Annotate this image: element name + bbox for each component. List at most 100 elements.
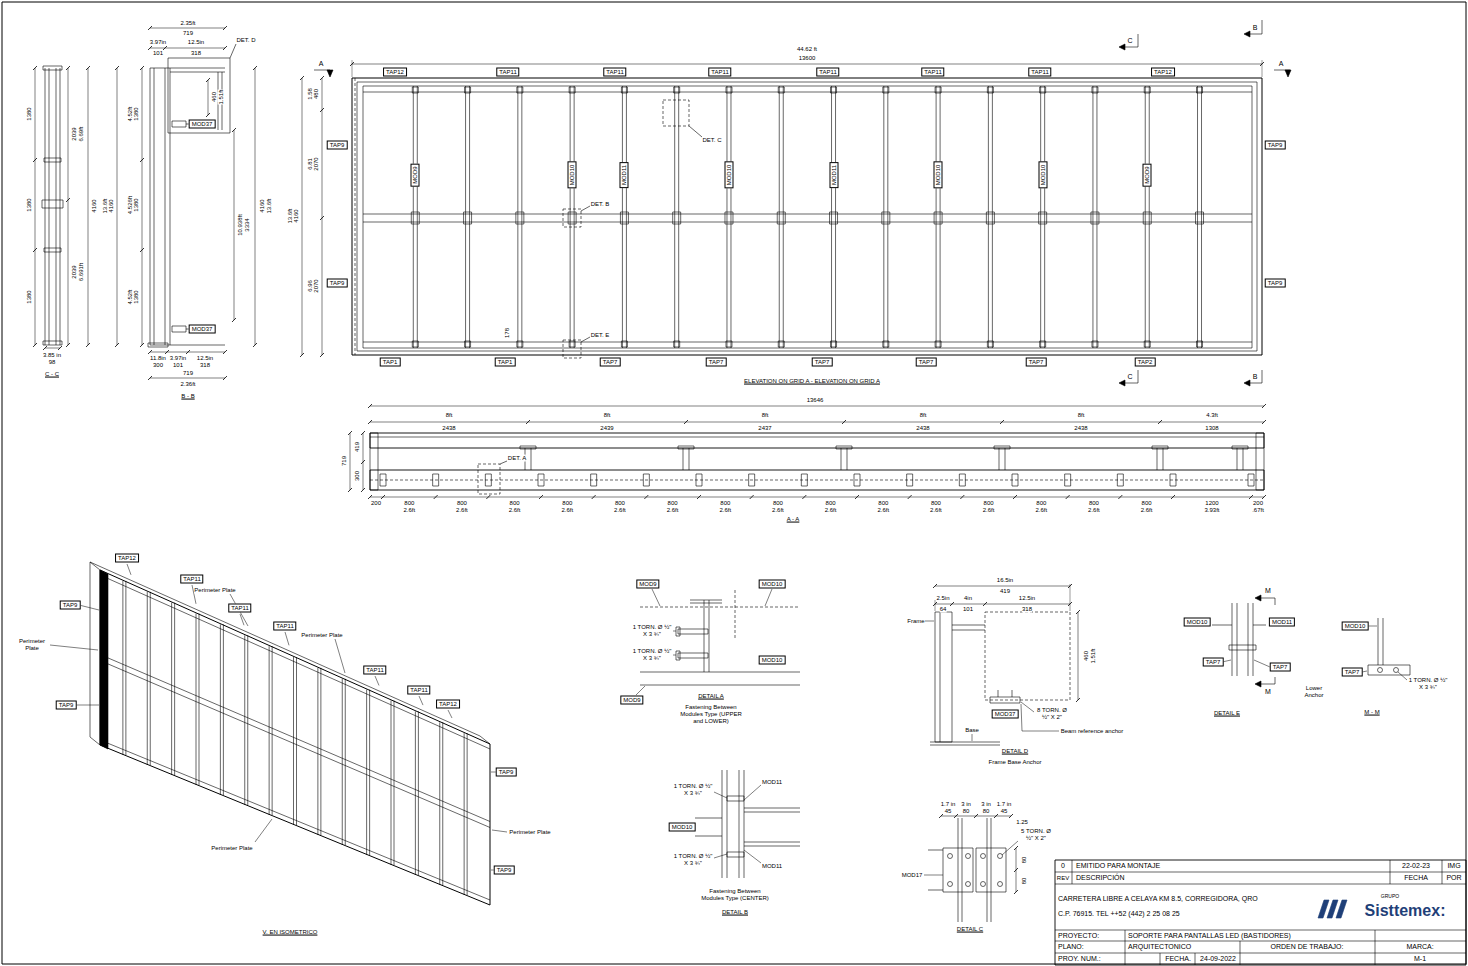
drawing-line bbox=[727, 796, 744, 801]
drawing-label: 1.25 bbox=[1016, 819, 1028, 826]
tag-text: TAP7 bbox=[1206, 659, 1221, 665]
dimension-tick bbox=[33, 158, 37, 162]
part-tag: TAP12 bbox=[1151, 68, 1175, 77]
drawing-line bbox=[320, 668, 321, 835]
drawing-label: 1 TORN. Ø ½" X 3 ¾" bbox=[672, 853, 714, 867]
dimension-tick bbox=[140, 158, 144, 162]
tag-text: MOD9 bbox=[623, 697, 640, 703]
dimension-tick bbox=[223, 350, 227, 354]
tag-text: TAP9 bbox=[63, 602, 78, 608]
drawing-line bbox=[1144, 87, 1150, 93]
dimension-tick bbox=[148, 350, 152, 354]
drawing-label: 8ft bbox=[1078, 412, 1085, 419]
part-tag: TAP11 bbox=[708, 68, 731, 77]
drawing-label: Perimeter Plate bbox=[509, 829, 550, 836]
dimension-tick bbox=[232, 318, 236, 322]
dimension-tick bbox=[1014, 890, 1018, 894]
part-tag: TAP7 bbox=[1026, 358, 1047, 367]
drawing-line bbox=[1055, 884, 1466, 885]
drawing-label: 1200 bbox=[1205, 500, 1218, 507]
drawing-line bbox=[735, 590, 736, 640]
drawing-line bbox=[171, 603, 172, 775]
drawing-line bbox=[480, 736, 490, 744]
drawing-label: 8ft bbox=[762, 412, 769, 419]
drawing-line bbox=[412, 341, 418, 347]
drawing-line bbox=[709, 600, 710, 672]
dimension-tick bbox=[206, 113, 210, 117]
part-tag: MOD11 bbox=[829, 162, 838, 188]
dimension-tick bbox=[361, 488, 365, 492]
drawing-label: B bbox=[1253, 24, 1258, 32]
tag-text: TAP9 bbox=[1268, 142, 1283, 148]
drawing-line bbox=[418, 711, 419, 875]
drawing-line bbox=[467, 733, 468, 895]
dimension-tick bbox=[348, 488, 352, 492]
drawing-label: 2438 bbox=[916, 425, 929, 432]
drawing-line bbox=[987, 818, 988, 922]
drawing-label: 101 bbox=[173, 362, 183, 369]
arrow-head bbox=[327, 70, 333, 77]
drawing-label: 10.938ft bbox=[237, 214, 244, 236]
drawing-label: .67ft bbox=[1252, 507, 1264, 514]
drawing-label: M-1 bbox=[1414, 955, 1426, 963]
drawing-label: 800 bbox=[615, 500, 625, 507]
drawing-line bbox=[45, 68, 46, 345]
drawing-label: Lower Anchor bbox=[1299, 685, 1329, 699]
dimension-tick bbox=[66, 66, 70, 70]
drawing-label: 80 bbox=[963, 808, 970, 815]
drawing-line bbox=[100, 661, 490, 828]
tag-text: MOD10 bbox=[762, 657, 783, 663]
tag-text: TAP12 bbox=[1154, 69, 1172, 75]
drawing-label: ARQUITECTONICO bbox=[1128, 943, 1191, 951]
drawing-label: 2438 bbox=[1074, 425, 1087, 432]
tag-text: TAP7 bbox=[709, 359, 724, 365]
drawing-label: Fastening Between Modules Type (CENTER) bbox=[700, 888, 770, 902]
dimension-line bbox=[68, 68, 69, 345]
drawing-label: 2.6ft bbox=[561, 507, 573, 514]
drawing-label: DET. B bbox=[591, 201, 610, 208]
drawing-line bbox=[517, 86, 518, 348]
drawing-line bbox=[689, 126, 702, 137]
dimension-tick bbox=[1262, 495, 1266, 499]
drawing-line bbox=[172, 121, 186, 127]
drawing-line bbox=[442, 722, 443, 885]
drawing-line bbox=[907, 474, 913, 486]
drawing-line bbox=[1243, 448, 1244, 470]
drawing-label: 800 bbox=[720, 500, 730, 507]
drawing-line bbox=[674, 341, 680, 347]
drawing-label: Frame Base Anchor bbox=[988, 759, 1041, 766]
part-tag: TAP7 bbox=[916, 358, 937, 367]
drawing-label: FECHA bbox=[1404, 874, 1428, 882]
drawing-label: 8ft bbox=[446, 412, 453, 419]
part-tag: TAP1 bbox=[380, 358, 401, 367]
drawing-line bbox=[412, 87, 418, 93]
dimension-tick bbox=[960, 495, 964, 499]
drawing-label: 1 TORN. Ø ½" X 3 ¾" bbox=[672, 783, 714, 797]
drawing-label: 2070 bbox=[313, 157, 320, 170]
arrow-head bbox=[1119, 44, 1125, 50]
drawing-label: 2039 bbox=[71, 127, 78, 140]
drawing-line bbox=[56, 68, 57, 345]
drawing-label: M bbox=[1265, 587, 1271, 595]
dimension-line bbox=[88, 68, 89, 345]
dimension-tick bbox=[320, 353, 324, 357]
dimension-line bbox=[255, 68, 256, 345]
dimension-tick bbox=[994, 814, 998, 818]
drawing-line bbox=[1152, 446, 1168, 449]
drawing-line bbox=[1232, 603, 1233, 676]
drawing-label: B bbox=[1253, 373, 1258, 381]
drawing-line bbox=[531, 448, 532, 470]
drawing-line bbox=[1197, 86, 1198, 348]
drawing-line bbox=[934, 212, 942, 224]
drawing-line bbox=[150, 345, 225, 346]
drawing-label: A bbox=[1279, 60, 1284, 68]
drawing-label: 460 bbox=[211, 92, 218, 102]
tag-text: TAP7 bbox=[919, 359, 934, 365]
drawing-label: 2438 bbox=[442, 425, 455, 432]
dimension-tick bbox=[750, 495, 754, 499]
drawing-line bbox=[413, 86, 414, 348]
drawing-line bbox=[952, 625, 985, 626]
dimension-tick bbox=[381, 495, 385, 499]
tag-text: TAP11 bbox=[183, 576, 200, 582]
drawing-line bbox=[636, 686, 645, 695]
